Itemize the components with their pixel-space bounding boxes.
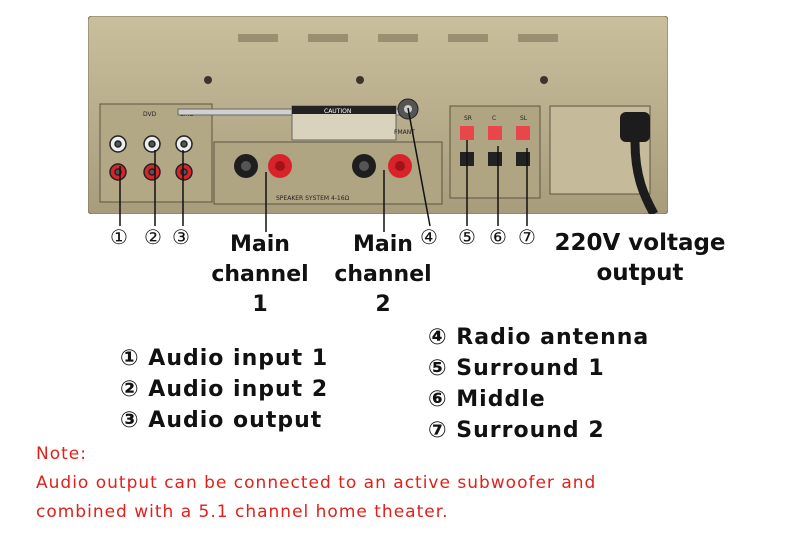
marker-5: ⑤: [458, 225, 476, 249]
speaker-system-label: SPEAKER SYSTEM 4-16Ω: [276, 195, 350, 202]
marker-3: ③: [172, 225, 190, 249]
legend-item: ⑤ Surround 1: [428, 356, 605, 381]
dvd-label: DVD: [143, 111, 157, 118]
c-label: C: [492, 115, 496, 122]
legend-left: ① Audio input 1 ② Audio input 2 ③ Audio …: [120, 343, 328, 436]
note-line: combined with a 5.1 channel home theater…: [36, 502, 449, 522]
note: Note: Audio output can be connected to a…: [36, 440, 596, 527]
legend-item: ⑦ Surround 2: [428, 418, 605, 443]
marker-6: ⑥: [489, 225, 507, 249]
legend-item: ① Audio input 1: [120, 346, 329, 371]
sl-label: SL: [520, 115, 528, 122]
marker-1: ①: [110, 225, 128, 249]
voltage-output-label: 220V voltage output: [554, 230, 726, 286]
note-title: Note:: [36, 444, 87, 464]
main-channel-1-label: Main channel 1: [211, 232, 309, 317]
amplifier-rear-panel: DVD LINE CAUTION FMANT SPEAKER SYSTEM 4-…: [88, 16, 668, 214]
note-line: Audio output can be connected to an acti…: [36, 473, 597, 493]
legend-item: ④ Radio antenna: [428, 325, 650, 350]
marker-7: ⑦: [518, 225, 536, 249]
main-channel-2-label: Main channel 2: [334, 232, 432, 317]
sr-label: SR: [464, 115, 472, 122]
caution-label: CAUTION: [324, 108, 351, 115]
legend-item: ③ Audio output: [120, 408, 323, 433]
fm-ant-label: FMANT: [394, 129, 415, 136]
marker-4: ④: [420, 225, 438, 249]
legend-right: ④ Radio antenna ⑤ Surround 1 ⑥ Middle ⑦ …: [428, 322, 649, 446]
legend-item: ② Audio input 2: [120, 377, 329, 402]
legend-item: ⑥ Middle: [428, 387, 546, 412]
marker-2: ②: [144, 225, 162, 249]
